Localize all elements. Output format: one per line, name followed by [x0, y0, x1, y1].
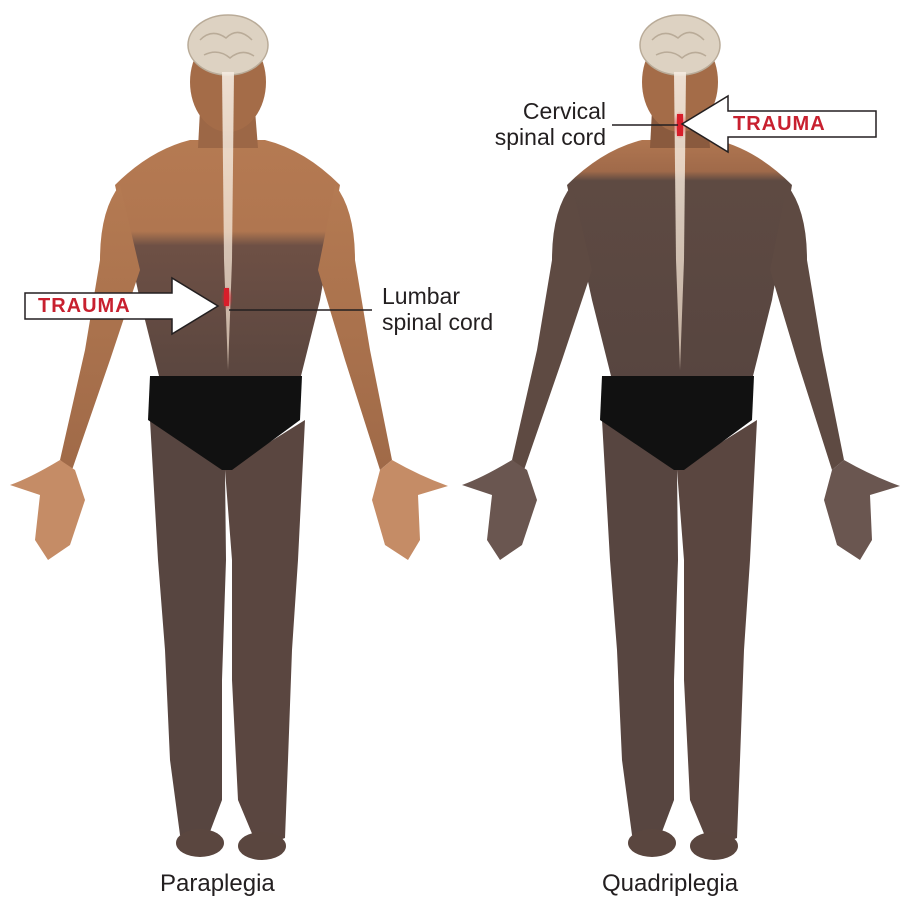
quadriplegia-figure — [462, 14, 900, 860]
lumbar-cord-label-line1: Lumbar — [382, 283, 460, 309]
cervical-cord-label-line1: Cervical — [522, 98, 606, 124]
trauma-label-lumbar: TRAUMA — [38, 295, 131, 317]
lumbar-cord-label-line2: spinal cord — [382, 309, 494, 335]
cervical-cord-label-line2: spinal cord — [494, 124, 606, 150]
caption-quadriplegia: Quadriplegia — [602, 870, 739, 897]
caption-paraplegia: Paraplegia — [160, 870, 275, 897]
paraplegia-figure — [10, 14, 448, 860]
trauma-label-cervical: TRAUMA — [733, 113, 826, 135]
lumbar-cord-label: Lumbar spinal cord — [382, 283, 493, 335]
cervical-cord-label: Cervical spinal cord — [460, 98, 606, 150]
